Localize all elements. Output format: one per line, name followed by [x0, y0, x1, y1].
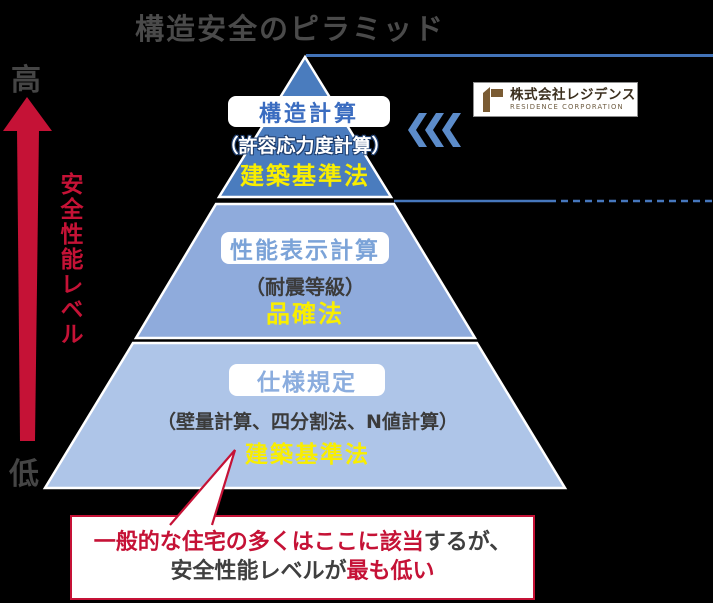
pyramid-tier-middle: [133, 202, 478, 340]
pyramid-tier-top: [216, 54, 394, 199]
tier1-name-box: 構造計算: [228, 96, 390, 127]
red-up-arrow-shaft: [17, 129, 39, 441]
tier1-detail: （許容応力度計算）: [219, 135, 391, 157]
callout-line2-start: 安全性能レベルが: [170, 558, 347, 584]
logo-company-subtitle: RESIDENCE CORPORATION: [510, 102, 624, 111]
tier3-detail: （壁量計算、四分割法、N値計算）: [157, 411, 458, 433]
callout-line1-highlight: 一般的な住宅の多くはここに該当: [93, 529, 424, 555]
tier1-law: 建築基準法: [240, 162, 370, 190]
tier1-name: 構造計算: [258, 101, 359, 127]
tier3-name: 仕様規定: [257, 370, 357, 396]
triple-left-chevron-icon: [408, 113, 461, 147]
tier2-name: 性能表示計算: [230, 238, 380, 264]
tier2-detail: （耐震等級）: [245, 275, 365, 299]
residence-r-logo-icon: [483, 87, 503, 112]
tier2-name-box: 性能表示計算: [221, 232, 389, 264]
axis-low-label: 低: [9, 457, 39, 492]
callout-line1-rest: するが、: [423, 529, 512, 555]
pyramid-tier-bottom: [42, 341, 568, 490]
tier3-name-box: 仕様規定: [229, 364, 385, 396]
callout-line2: 安全性能レベルが最も低い: [72, 558, 533, 587]
tier3-law: 建築基準法: [245, 442, 370, 468]
page-title: 構造安全のピラミッド: [134, 12, 445, 46]
logo-company-name: 株式会社レジデンス: [510, 87, 636, 104]
tier2-law: 品確法: [266, 300, 344, 328]
callout-line1: 一般的な住宅の多くはここに該当するが、: [72, 529, 533, 558]
callout-tail: [169, 449, 237, 526]
callout-note: 一般的な住宅の多くはここに該当するが、 安全性能レベルが最も低い: [70, 515, 535, 600]
company-logo: 株式会社レジデンス RESIDENCE CORPORATION: [473, 82, 638, 117]
safety-level-axis-label: 安全性能レベル: [56, 172, 82, 347]
red-up-arrow-head-icon: [3, 97, 52, 131]
logo-text: 株式会社レジデンス RESIDENCE CORPORATION: [510, 88, 636, 110]
axis-high-label: 高: [11, 63, 41, 98]
callout-line2-highlight: 最も低い: [346, 558, 435, 584]
